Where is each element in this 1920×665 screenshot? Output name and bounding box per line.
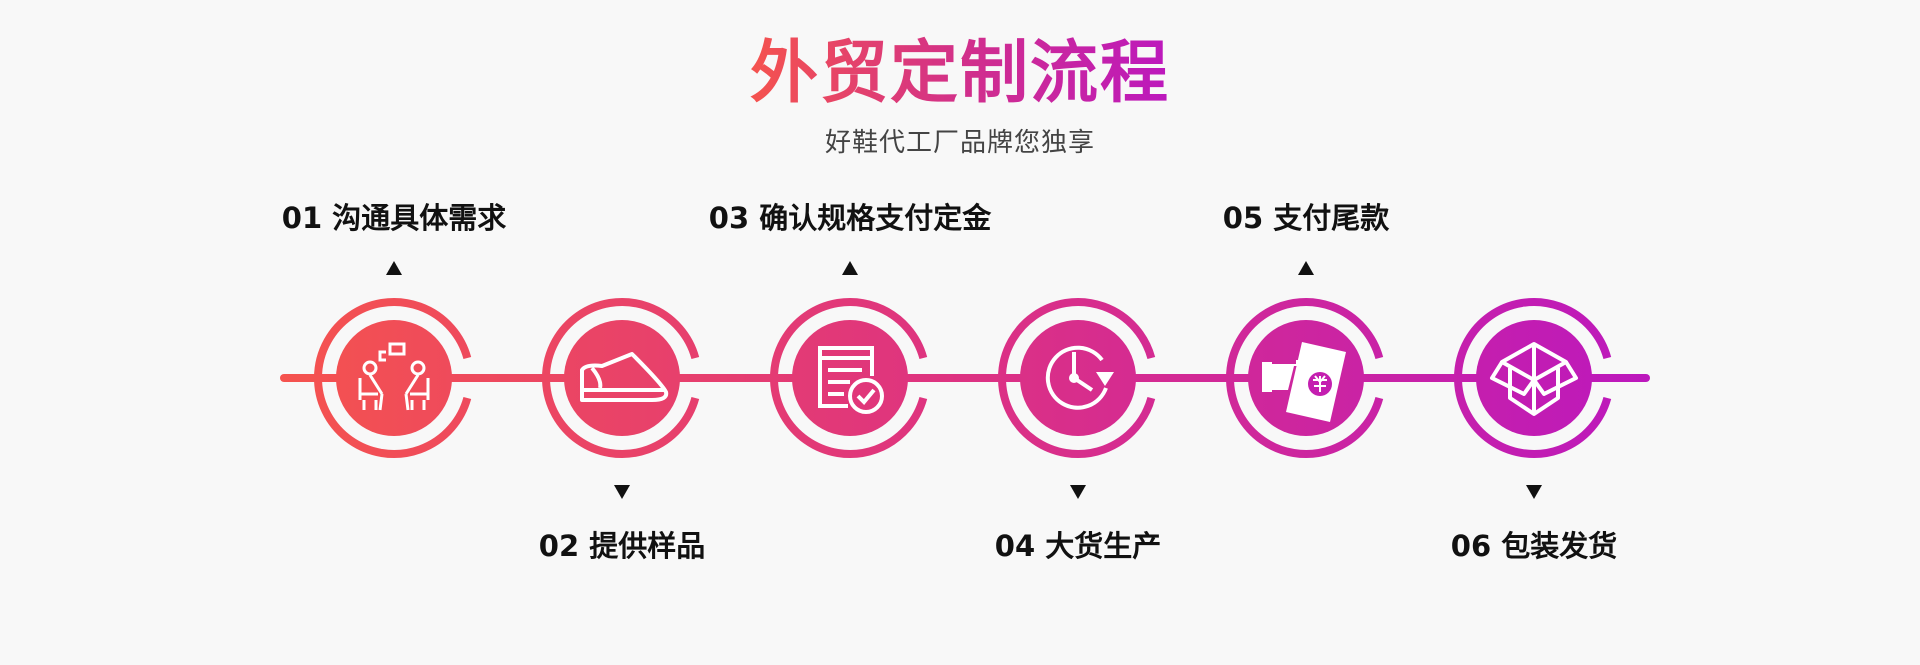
step-circle <box>564 320 680 436</box>
arrow-up-icon <box>1298 261 1314 275</box>
step-node-3 <box>770 298 928 458</box>
document-check-icon <box>818 346 884 414</box>
arrow-down-icon <box>1526 485 1542 499</box>
arrow-up-icon <box>842 261 858 275</box>
arrow-down-icon <box>614 485 630 499</box>
arrow-down-icon <box>1070 485 1086 499</box>
box-icon <box>1490 342 1578 416</box>
page-subtitle: 好鞋代工厂品牌您独享 <box>824 128 1095 158</box>
meeting-icon <box>358 342 430 411</box>
step-label-1: 01 沟通具体需求 <box>281 201 507 235</box>
step-ring <box>1226 298 1384 458</box>
step-label-4: 04 大货生产 <box>994 529 1162 563</box>
step-ring <box>542 298 700 458</box>
step-label-3: 03 确认规格支付定金 <box>708 201 992 235</box>
step-node-5 <box>1226 298 1384 458</box>
step-ring <box>1454 298 1612 458</box>
step-ring <box>314 298 472 458</box>
payment-icon <box>1262 342 1346 422</box>
shoe-icon <box>580 352 669 402</box>
step-node-1 <box>314 298 472 458</box>
step-label-2: 02 提供样品 <box>538 529 706 563</box>
step-label-6: 06 包装发货 <box>1450 529 1618 563</box>
step-node-4 <box>998 298 1156 458</box>
step-label-5: 05 支付尾款 <box>1222 201 1390 235</box>
step-ring <box>998 298 1156 458</box>
step-circle <box>792 320 908 436</box>
step-node-6 <box>1454 298 1612 458</box>
clock-refresh-icon <box>1045 345 1114 410</box>
step-ring <box>770 298 928 458</box>
step-node-2 <box>542 298 700 458</box>
page-title: 外贸定制流程 <box>749 34 1170 113</box>
step-circle <box>336 320 452 436</box>
arrow-up-icon <box>386 261 402 275</box>
